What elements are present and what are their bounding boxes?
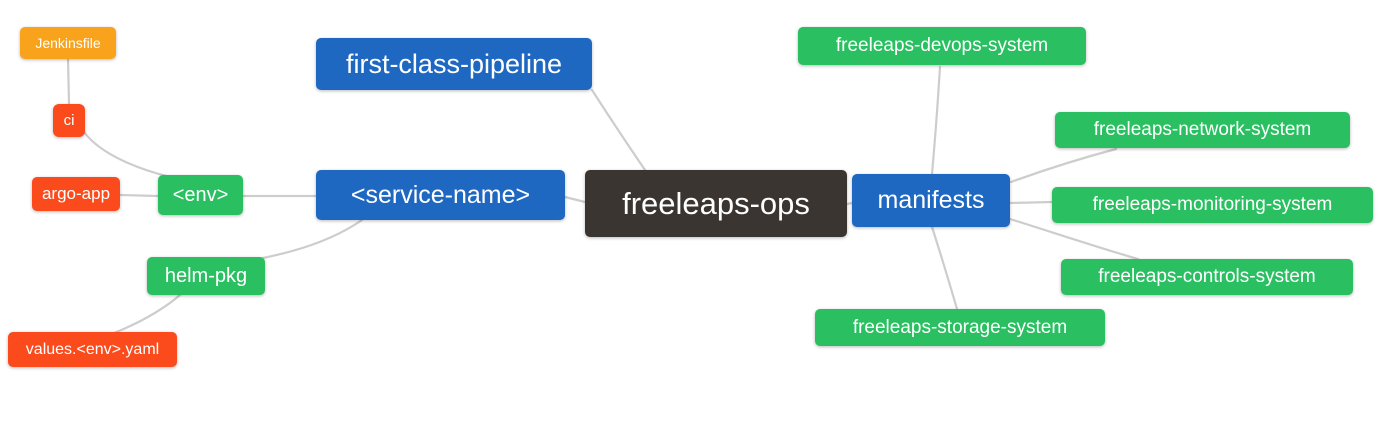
edge-helmpkg-values [112, 293, 182, 335]
node-env[interactable]: <env> [158, 175, 243, 215]
edge-manifests-network [1009, 147, 1118, 184]
node-freeleaps-network-system[interactable]: freeleaps-network-system [1055, 112, 1350, 148]
node-freeleaps-monitoring-system[interactable]: freeleaps-monitoring-system [1052, 187, 1373, 223]
node-values-env-yaml[interactable]: values.<env>.yaml [8, 332, 177, 367]
node-jenkinsfile[interactable]: Jenkinsfile [20, 27, 116, 59]
node-manifests[interactable]: manifests [852, 174, 1010, 227]
node-freeleaps-storage-system[interactable]: freeleaps-storage-system [815, 309, 1105, 346]
edge-ops-manifests [845, 201, 854, 206]
node-freeleaps-controls-system[interactable]: freeleaps-controls-system [1061, 259, 1353, 295]
edge-manifests-storage [930, 225, 959, 311]
node-ci[interactable]: ci [53, 104, 85, 137]
node-argo-app[interactable]: argo-app [32, 177, 120, 211]
edge-pipeline-ops [590, 88, 647, 172]
edge-manifests-devops [930, 65, 942, 176]
edge-argoapp-env [118, 193, 160, 198]
edge-servicename-helmpkg [261, 218, 364, 260]
node-freeleaps-ops[interactable]: freeleaps-ops [585, 170, 847, 237]
node-freeleaps-devops-system[interactable]: freeleaps-devops-system [798, 27, 1086, 65]
edge-servicename-ops [563, 195, 587, 204]
edge-manifests-monitoring [1008, 200, 1054, 205]
edge-manifests-controls [1008, 217, 1140, 261]
node-first-class-pipeline[interactable]: first-class-pipeline [316, 38, 592, 90]
node-service-name[interactable]: <service-name> [316, 170, 565, 220]
edge-jenkinsfile-ci [66, 57, 71, 106]
node-helm-pkg[interactable]: helm-pkg [147, 257, 265, 295]
edge-ci-env [82, 130, 172, 179]
